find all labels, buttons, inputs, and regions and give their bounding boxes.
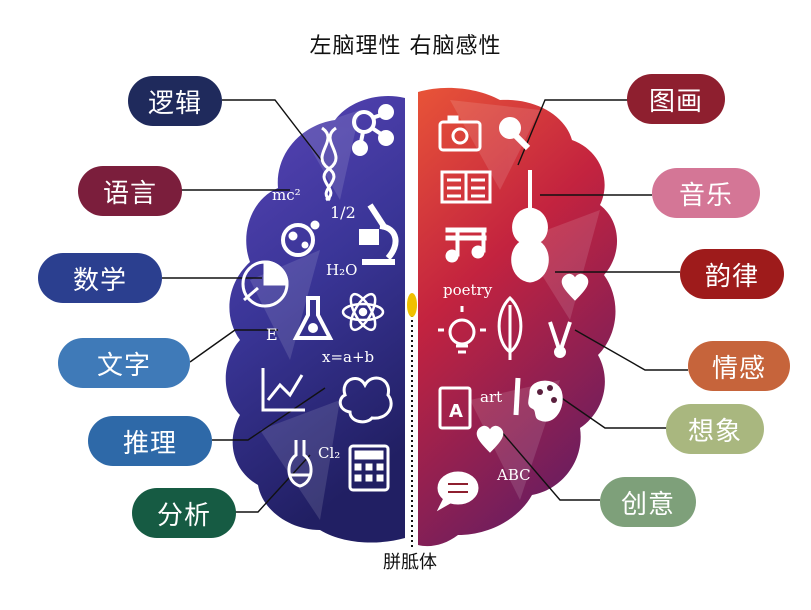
paint-palette-icon (528, 380, 563, 422)
brain-icon (338, 376, 393, 424)
pencil-icon (499, 117, 531, 151)
label-language: 语言 (78, 166, 182, 216)
connector-text (189, 329, 278, 363)
book-a-icon (438, 386, 472, 430)
connector-reasoning (212, 387, 326, 441)
label-imagination: 想象 (666, 404, 764, 454)
corpus-callosum-label: 胼胝体 (383, 552, 437, 573)
test-tube-icon (287, 440, 313, 488)
small-heart-icon (476, 425, 504, 453)
corpus-callosum-marker (407, 293, 417, 317)
diagram-title: 左脑理性 右脑感性 (309, 34, 502, 59)
label-picture: 图画 (627, 74, 725, 124)
art-text: art (480, 388, 502, 406)
music-notes-icon (445, 227, 487, 263)
palette-dot-2 (547, 385, 553, 391)
left-hemisphere (225, 96, 405, 543)
label-reasoning: 推理 (88, 416, 212, 466)
pen-nib-icon (548, 321, 572, 359)
label-rhythm: 韵律 (680, 249, 784, 299)
label-text: 文字 (58, 338, 190, 388)
label-math: 数学 (38, 253, 162, 303)
label-logic: 逻辑 (128, 76, 222, 126)
formula-cl2: Cl₂ (318, 444, 340, 462)
abc-text: ABC (496, 466, 531, 484)
formula-e: E (266, 325, 278, 344)
formula-mc2: mc² (272, 186, 301, 204)
bacteria-icon (281, 220, 320, 257)
lightbulb-icon (438, 306, 486, 354)
connector-emotion (574, 329, 688, 371)
flask-icon (292, 296, 334, 340)
label-creativity: 创意 (600, 477, 696, 527)
brush-icon (513, 377, 521, 416)
leaf-icon (497, 295, 523, 360)
line-chart-icon (261, 368, 305, 412)
palette-dot-1 (537, 389, 543, 395)
heart-icon (561, 273, 589, 301)
label-music: 音乐 (652, 168, 760, 218)
camera-icon (438, 115, 482, 152)
book-icon (440, 170, 492, 204)
connector-lines (162, 99, 688, 513)
chat-icon (436, 471, 479, 512)
formula-xab: x=a+b (322, 348, 374, 366)
formula-h2o: H₂O (326, 261, 357, 279)
label-analysis: 分析 (132, 488, 236, 538)
formula-half: 1/2 (330, 203, 356, 222)
palette-dot-3 (551, 397, 557, 403)
violin-icon (511, 170, 549, 283)
molecule-icon (352, 104, 394, 156)
calculator-icon (348, 444, 390, 492)
microscope-icon (359, 203, 399, 265)
book-letter: A (449, 401, 463, 422)
dna-icon (320, 126, 338, 202)
poetry-text: poetry (443, 281, 493, 299)
connector-logic (222, 99, 326, 166)
connector-creativity (499, 429, 600, 501)
atom-icon (341, 292, 385, 332)
label-emotion: 情感 (688, 341, 790, 391)
pie-chart-icon (241, 260, 289, 308)
connector-imagination (549, 389, 672, 429)
